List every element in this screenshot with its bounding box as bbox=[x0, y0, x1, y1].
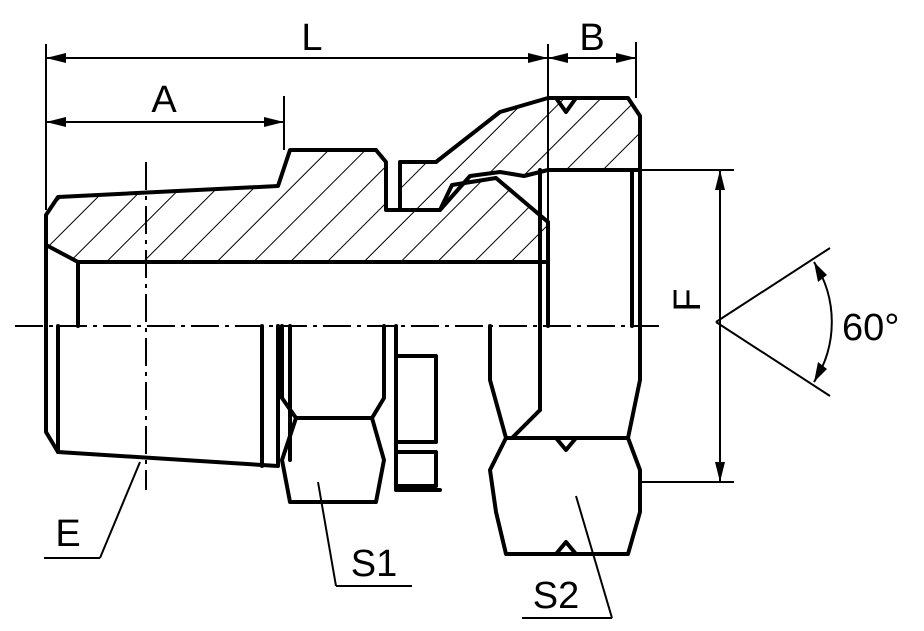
dimension-l: L bbox=[45, 17, 549, 220]
swivel-ring bbox=[394, 324, 442, 492]
label-e: E bbox=[55, 513, 80, 555]
label-l: L bbox=[301, 17, 322, 59]
leader-s2: S2 bbox=[522, 495, 613, 619]
male-thread-exterior bbox=[44, 324, 280, 468]
leader-e: E bbox=[44, 461, 141, 559]
dimension-b: B bbox=[548, 17, 637, 98]
label-a: A bbox=[151, 79, 177, 121]
label-f: F bbox=[667, 288, 709, 311]
bore-outline bbox=[44, 168, 642, 328]
label-s1: S1 bbox=[351, 543, 397, 585]
label-s2: S2 bbox=[533, 575, 579, 617]
dimension-f: F bbox=[640, 169, 734, 483]
leader-s1: S1 bbox=[317, 481, 412, 587]
dimension-a: A bbox=[46, 79, 285, 150]
label-b: B bbox=[579, 17, 604, 59]
angle-60: 60° bbox=[715, 247, 899, 397]
hex-s1 bbox=[280, 324, 386, 504]
label-angle: 60° bbox=[842, 307, 899, 349]
hex-s2 bbox=[488, 324, 642, 556]
